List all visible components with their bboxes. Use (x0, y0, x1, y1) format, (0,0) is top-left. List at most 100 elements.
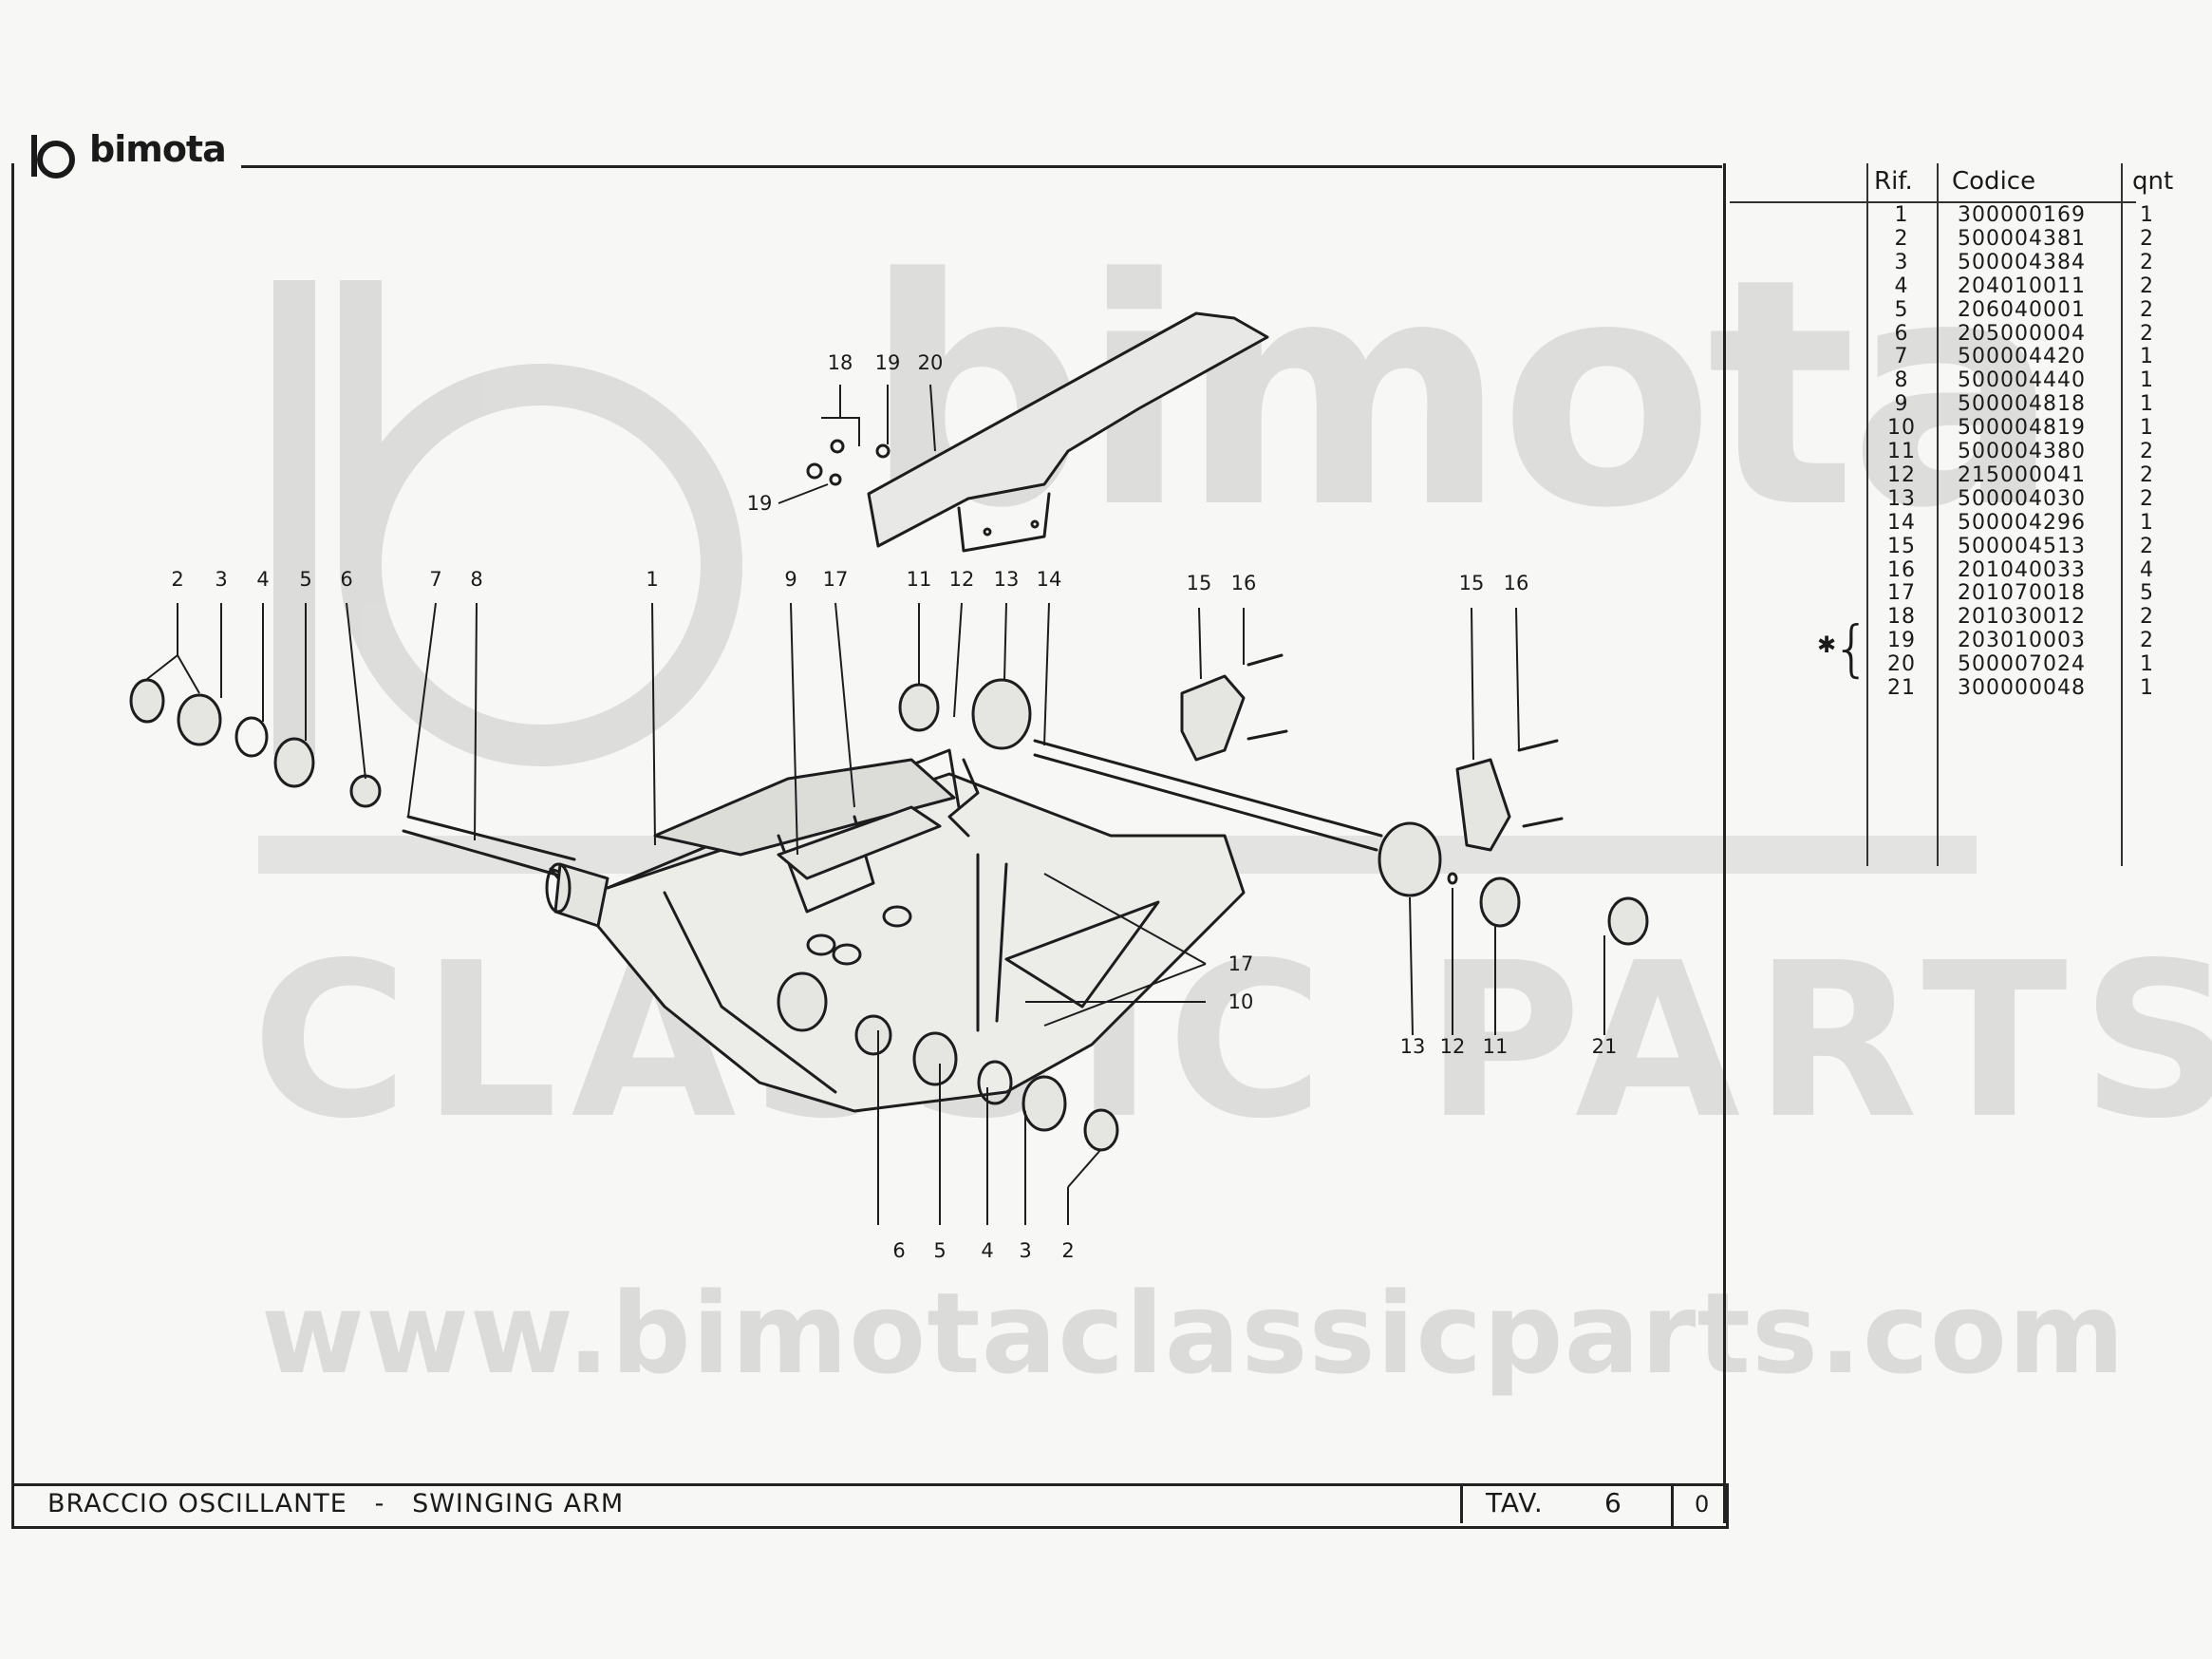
callout-17: 17 (822, 568, 849, 591)
callout-21: 21 (1591, 1035, 1618, 1058)
table-row: 14 500004296 1 (1868, 511, 2182, 535)
callout-15: 15 (1458, 572, 1485, 594)
column-header-codice: Codice (1952, 167, 2036, 196)
table-row: 11 500004380 2 (1868, 440, 2182, 463)
table-cell-qnt: 2 (2140, 605, 2154, 630)
table-cell-codice: 500004381 (1958, 226, 2086, 251)
table-cell-qnt: 1 (2140, 510, 2154, 535)
callout-7: 7 (429, 568, 442, 591)
table-cell-qnt: 2 (2140, 273, 2154, 298)
callout-19: 19 (746, 492, 773, 515)
fasteners (806, 439, 1008, 1032)
tav-separator (1671, 1483, 1674, 1526)
table-cell-rif: 19 (1887, 629, 1916, 653)
tav-label: TAV. (1486, 1487, 1544, 1518)
table-cell-codice: 500004513 (1958, 534, 2086, 558)
table-divider (2121, 163, 2123, 866)
table-cell-rif: 6 (1894, 321, 1909, 346)
bimota-logo-icon (31, 135, 75, 179)
callout-5: 5 (299, 568, 312, 591)
brand-name: bimota (89, 128, 227, 170)
drawing-title: BRACCIO OSCILLANTE - SWINGING ARM (47, 1489, 624, 1518)
table-cell-rif: 14 (1887, 510, 1916, 535)
table-cell-codice: 500004440 (1958, 368, 2086, 393)
table-cell-codice: 500007024 (1958, 652, 2086, 677)
table-cell-qnt: 5 (2140, 581, 2154, 606)
watermark-url: www.bimotaclassicparts.com (261, 1268, 2126, 1399)
brace-marker: { (1832, 614, 1871, 685)
table-cell-rif: 7 (1894, 345, 1909, 369)
table-cell-rif: 20 (1887, 652, 1916, 677)
table-cell-qnt: 2 (2140, 226, 2154, 251)
tav-box (1460, 1483, 1672, 1523)
callout-4: 4 (981, 1239, 994, 1262)
table-cell-rif: 12 (1887, 462, 1916, 487)
callout-1: 1 (646, 568, 659, 591)
table-cell-rif: 16 (1887, 557, 1916, 582)
table-cell-qnt: 2 (2140, 321, 2154, 346)
table-cell-codice: 500004296 (1958, 510, 2086, 535)
table-cell-codice: 300000048 (1958, 676, 2086, 700)
table-cell-rif: 8 (1894, 368, 1909, 393)
title-block (11, 1483, 1729, 1529)
callout-3: 3 (1019, 1239, 1032, 1262)
table-divider (1937, 163, 1939, 866)
table-cell-rif: 17 (1887, 581, 1916, 606)
callout-16: 16 (1230, 572, 1257, 594)
table-cell-codice: 204010011 (1958, 273, 2086, 298)
table-cell-qnt: 2 (2140, 486, 2154, 511)
callout-14: 14 (1036, 568, 1062, 591)
callout-6: 6 (892, 1239, 906, 1262)
callout-15: 15 (1186, 572, 1212, 594)
title-italian: BRACCIO OSCILLANTE (47, 1489, 347, 1518)
column-header-rif: Rif. (1874, 167, 1913, 196)
chain-guard-part (867, 311, 1269, 553)
table-cell-codice: 215000041 (1958, 462, 2086, 487)
mount-plate-part (777, 805, 942, 966)
callout-11: 11 (1482, 1035, 1509, 1058)
table-cell-rif: 3 (1894, 250, 1909, 274)
callout-12: 12 (948, 568, 975, 591)
table-cell-qnt: 1 (2140, 416, 2154, 441)
table-cell-rif: 5 (1894, 297, 1909, 322)
callout-11: 11 (906, 568, 932, 591)
table-cell-codice: 500004380 (1958, 440, 2086, 463)
table-cell-qnt: 2 (2140, 440, 2154, 463)
table-cell-codice: 201040033 (1958, 557, 2086, 582)
watermark-logo-icon (273, 280, 742, 766)
table-cell-codice: 205000004 (1958, 321, 2086, 346)
table-header-rule (1730, 201, 2136, 203)
callout-20: 20 (917, 351, 944, 374)
upper-bushings (898, 678, 1032, 838)
header-rule (241, 165, 1722, 168)
table-cell-rif: 21 (1887, 676, 1916, 700)
table-cell-rif: 10 (1887, 416, 1916, 441)
table-cell-qnt: 4 (2140, 557, 2154, 582)
table-cell-codice: 500004384 (1958, 250, 2086, 274)
callout-13: 13 (993, 568, 1020, 591)
clamp-parts (1180, 653, 1564, 852)
table-cell-qnt: 1 (2140, 203, 2154, 227)
lower-right-bushings (1378, 821, 1649, 946)
spindle-part (1033, 739, 1383, 852)
table-cell-rif: 13 (1887, 486, 1916, 511)
table-cell-rif: 18 (1887, 605, 1916, 630)
right-bearing-stack (777, 971, 1119, 1152)
callout-6: 6 (340, 568, 353, 591)
leader-lines (146, 384, 1605, 1225)
callout-8: 8 (470, 568, 483, 591)
callout-3: 3 (215, 568, 228, 591)
table-cell-rif: 11 (1887, 440, 1916, 463)
table-cell-codice: 206040001 (1958, 297, 2086, 322)
